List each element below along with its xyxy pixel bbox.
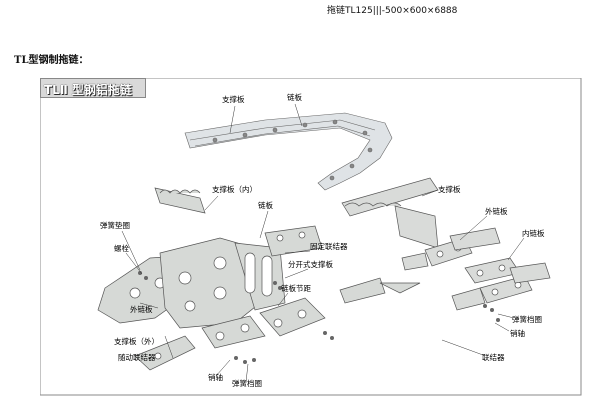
label-outer-plate: 外链板 (130, 304, 153, 314)
label-fixed-connector: 固定联结器 (310, 241, 348, 251)
label-support-plate-top: 支撑板 (222, 94, 245, 104)
label-moving-connector: 随动联结器 (118, 352, 156, 362)
label-support-plate-right: 支撑板 (438, 184, 461, 194)
label-split-support: 分开式支撑板 (288, 259, 333, 269)
label-chain-pitch: 链板节距 (281, 283, 311, 293)
diagram-banner: TLⅡ 型钢铝拖链 (40, 78, 146, 98)
right-exploded-parts (341, 177, 551, 311)
label-support-plate-outer: 支撑板（外） (114, 336, 159, 346)
exploded-diagram: 支撑板 链板 支撑板（内） 链板 弹簧垫圈 螺栓 支撑板 外链板 内链板 固定联… (40, 78, 582, 396)
label-chain-plate-top: 链板 (287, 92, 302, 102)
leader-lines (121, 103, 525, 383)
model-title: 拖链TL125|||-500×600×6888 (327, 6, 458, 16)
label-chain-plate-mid: 链板 (258, 200, 273, 210)
section-title: TL型钢制拖链： (14, 55, 89, 66)
label-spring-washer-bottom: 弹簧档圈 (232, 378, 262, 388)
label-support-plate-inner: 支撑板（内） (212, 184, 257, 194)
label-inner-chain-plate: 内链板 (522, 228, 545, 238)
left-exploded-parts (97, 187, 421, 371)
label-outer-chain-plate: 外链板 (485, 206, 508, 216)
label-bolt: 螺栓 (114, 243, 129, 253)
label-spring-washer-left: 弹簧垫圈 (100, 220, 130, 230)
banner-title: TLⅡ 型钢铝拖链 (44, 83, 132, 97)
label-connector-right: 联结器 (482, 352, 505, 362)
label-pin-right: 销轴 (510, 328, 525, 338)
hardware-bolts (138, 271, 500, 364)
assembled-chain-illustration (184, 112, 393, 191)
label-spring-washer-right: 弹簧档圈 (512, 314, 542, 324)
label-pin-bottom: 销轴 (208, 372, 223, 382)
